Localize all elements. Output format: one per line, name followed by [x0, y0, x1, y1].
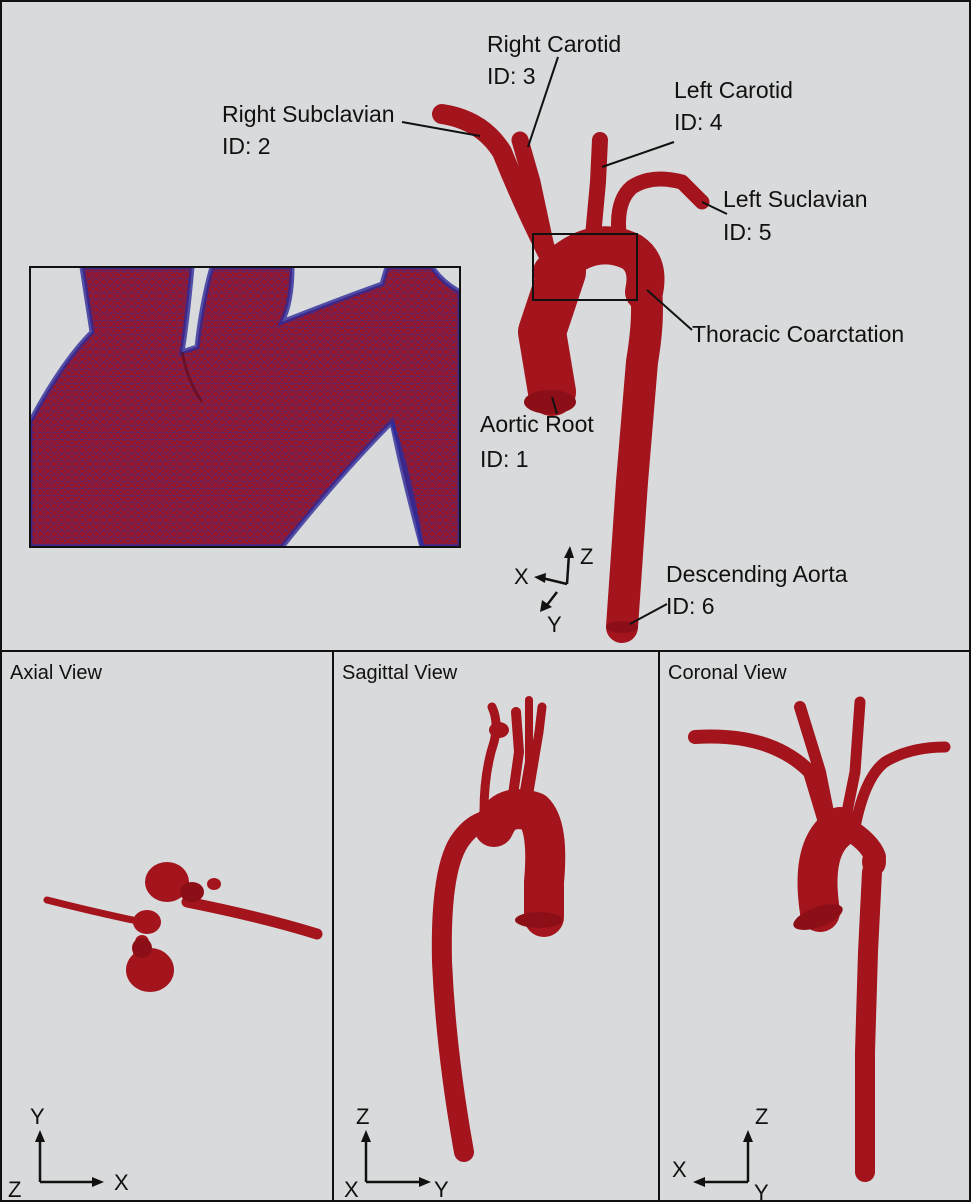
axis-z-label: Z: [580, 544, 593, 569]
left-subclavian-id: ID: 5: [723, 219, 772, 245]
coronal-axis-up: Z: [755, 1104, 768, 1129]
descending-aorta-id: ID: 6: [666, 593, 715, 619]
ascending-aorta-vessel: [542, 272, 562, 392]
coronal-axes: [693, 1130, 753, 1187]
sagittal-axis-origin: X: [344, 1177, 359, 1202]
right-carotid-id: ID: 3: [487, 63, 536, 89]
right-carotid-name: Right Carotid: [487, 31, 621, 57]
sagittal-axes: [361, 1130, 431, 1187]
axial-axis-origin: Z: [8, 1177, 21, 1202]
axis-y-label: Y: [547, 612, 562, 637]
axial-view-panel: Axial View Y X Z: [0, 650, 334, 1202]
axial-axis-right: X: [114, 1170, 129, 1195]
sagittal-view-render: Z Y X: [334, 652, 660, 1202]
left-carotid-name: Left Carotid: [674, 77, 793, 103]
sagittal-axis-up: Z: [356, 1104, 369, 1129]
orientation-triad: [534, 546, 574, 612]
axial-view-render: Y X Z: [2, 652, 334, 1202]
descending-aorta-vessel: [622, 272, 647, 627]
descending-aorta-name: Descending Aorta: [666, 561, 848, 587]
sagittal-view-panel: Sagittal View Z Y X: [332, 650, 660, 1202]
coronal-view-panel: Coronal View Z X Y: [658, 650, 971, 1202]
axial-axis-up: Y: [30, 1104, 45, 1129]
axial-aorta-model: [47, 900, 317, 952]
coronal-view-render: Z X Y: [660, 652, 971, 1202]
coronal-axis-left: X: [672, 1157, 687, 1182]
axial-axes: [35, 1130, 104, 1187]
aortic-root-name: Aortic Root: [480, 411, 594, 437]
aortic-root-id: ID: 1: [480, 446, 529, 472]
aorta-3d-render: Right Carotid ID: 3 Right Subclavian ID:…: [2, 2, 971, 652]
axis-x-label: X: [514, 564, 529, 589]
main-3d-view-panel: Right Carotid ID: 3 Right Subclavian ID:…: [0, 0, 971, 652]
coronal-axis-origin: Y: [754, 1180, 769, 1202]
thoracic-coarctation-name: Thoracic Coarctation: [692, 321, 904, 347]
coronal-aorta-model: [695, 702, 945, 1172]
right-subclavian-name: Right Subclavian: [222, 101, 395, 127]
right-subclavian-id: ID: 2: [222, 133, 271, 159]
left-carotid-id: ID: 4: [674, 109, 723, 135]
left-subclavian-name: Left Suclavian: [723, 186, 867, 212]
mesh-zoom-inset: [30, 267, 460, 547]
sagittal-axis-right: Y: [434, 1177, 449, 1202]
